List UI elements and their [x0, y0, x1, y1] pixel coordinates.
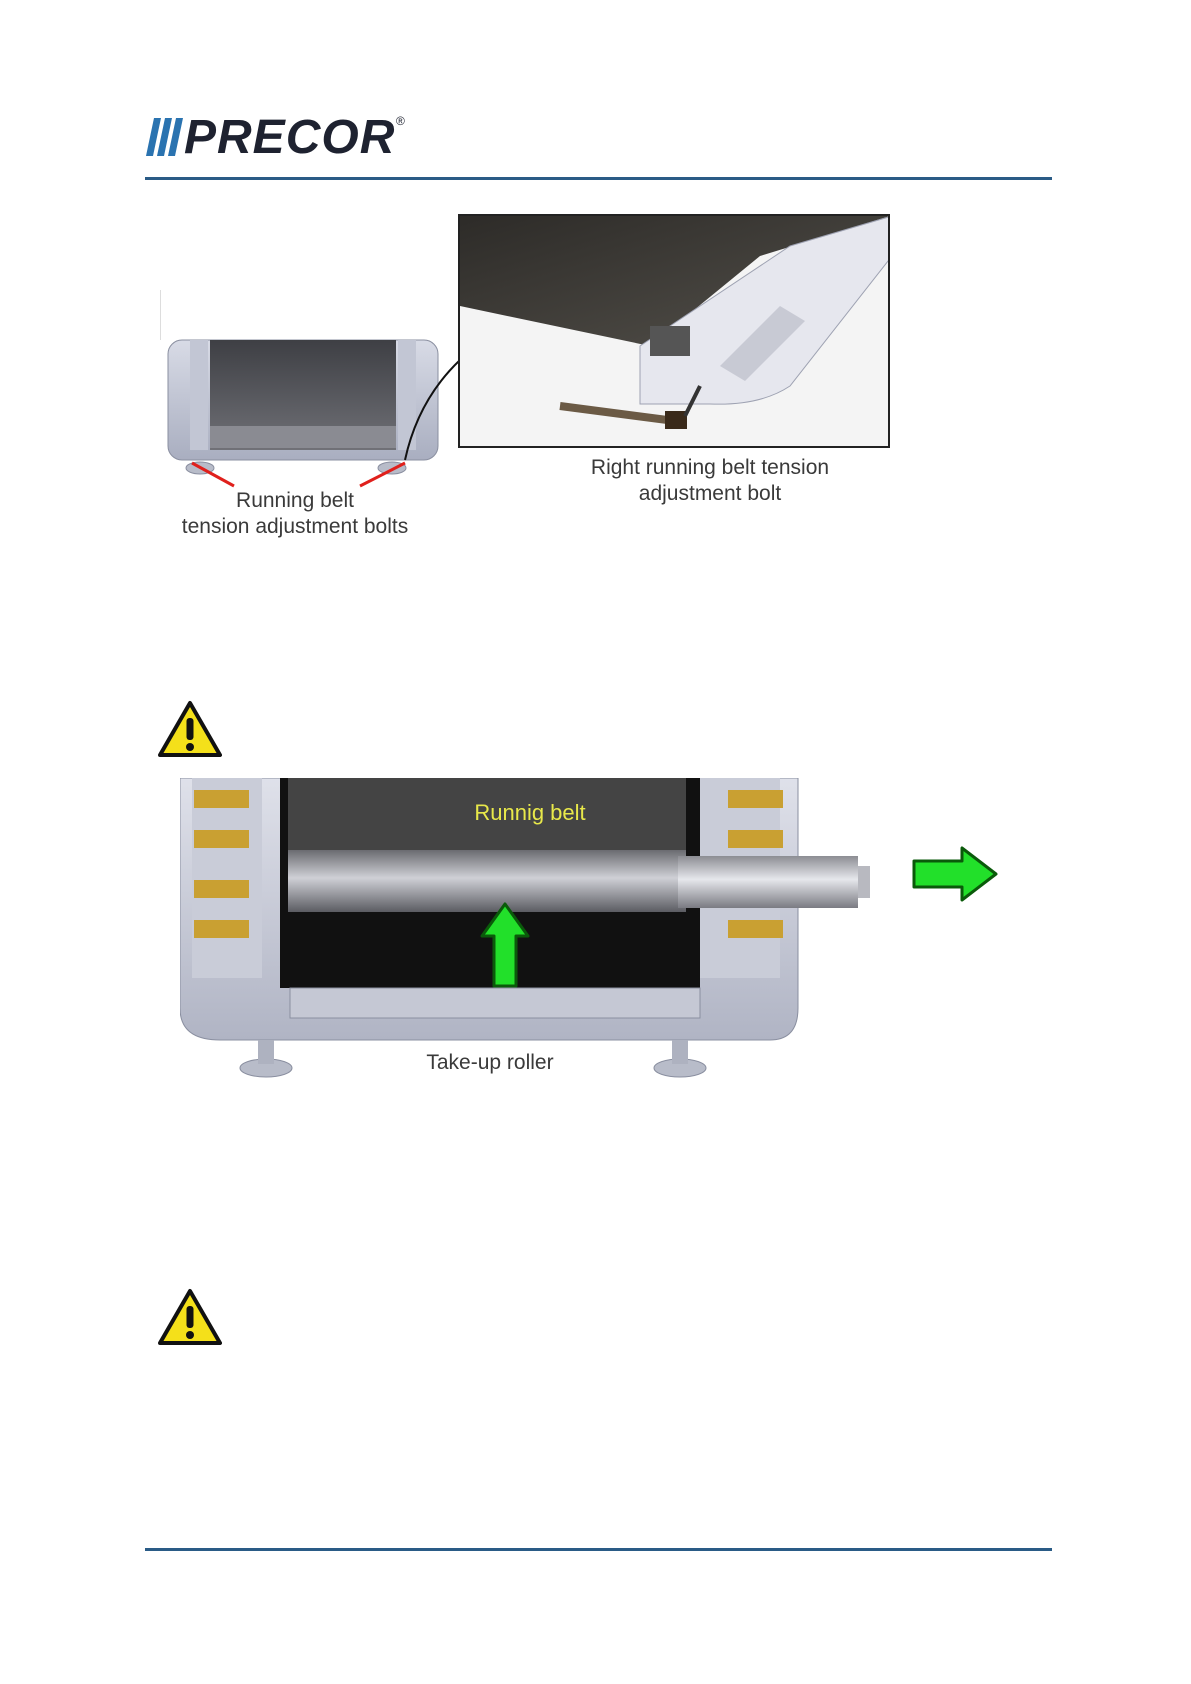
belt-label: Runnig belt — [430, 800, 630, 826]
left-caption-line2: tension adjustment bolts — [160, 514, 430, 540]
logo-registered-mark: ® — [396, 114, 405, 128]
bolt-closeup-photo — [458, 214, 890, 448]
take-up-roller-caption: Take-up roller — [380, 1050, 600, 1076]
brand-logo: PRECOR ® — [146, 112, 416, 164]
warning-icon — [158, 1288, 222, 1346]
right-figure-caption: Right running belt tension adjustment bo… — [560, 455, 860, 507]
footer-rule — [145, 1548, 1052, 1551]
treadmill-rear-view-figure — [160, 290, 450, 480]
left-figure-caption: Running belt tension adjustment bolts — [160, 488, 430, 540]
warning-icon — [158, 700, 222, 758]
right-caption-line1: Right running belt tension — [560, 455, 860, 481]
right-caption-line2: adjustment bolt — [560, 481, 860, 507]
header-rule — [145, 177, 1052, 180]
left-caption-line1: Running belt — [160, 488, 430, 514]
logo-text: PRECOR — [184, 110, 395, 165]
up-arrow-icon — [480, 902, 530, 988]
right-arrow-icon — [912, 846, 998, 902]
